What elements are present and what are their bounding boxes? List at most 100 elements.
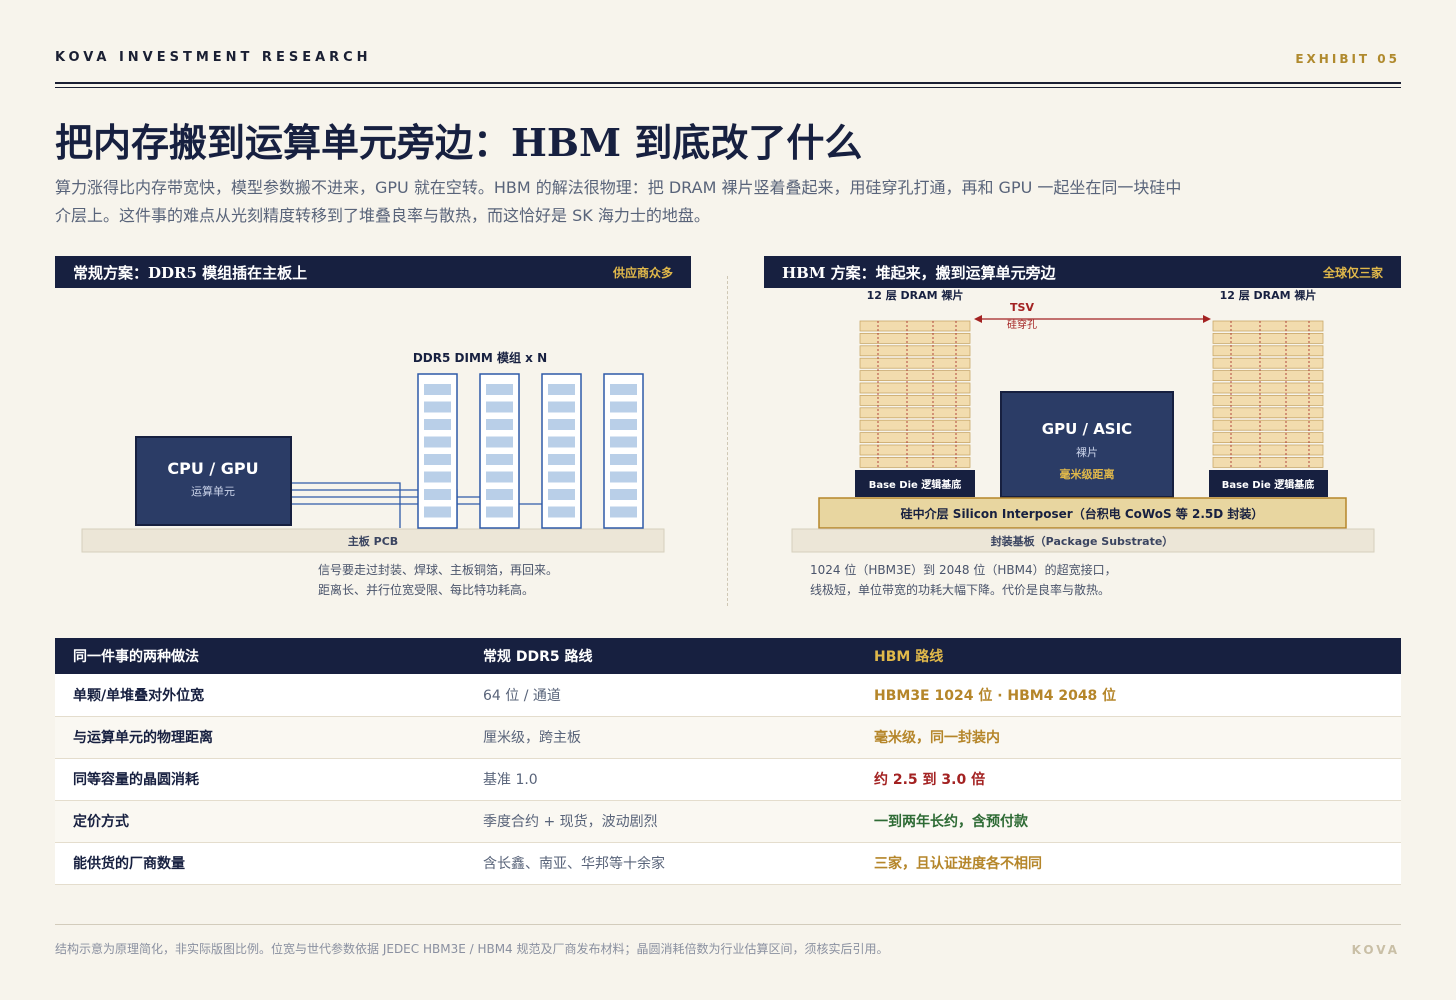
table-row: 单颗/单堆叠对外位宽 64 位 / 通道 HBM3E 1024 位 · HBM4… xyxy=(55,674,1401,717)
page-subtitle: 算力涨得比内存带宽快，模型参数搬不进来，GPU 就在空转。HBM 的解法很物理：… xyxy=(55,178,1182,225)
footnote: 结构示意为原理简化，非实际版图比例。位宽与世代参数依据 JEDEC HBM3E … xyxy=(55,942,889,956)
row-hbm: 约 2.5 到 3.0 倍 xyxy=(856,758,1401,801)
hbm-panel-title: HBM 方案：堆起来，搬到运算单元旁边 xyxy=(782,263,1056,282)
table-row: 同等容量的晶圆消耗 基准 1.0 约 2.5 到 3.0 倍 xyxy=(55,758,1401,801)
row-ddr5: 基准 1.0 xyxy=(465,758,856,801)
page-title: 把内存搬到运算单元旁边：HBM 到底改了什么 xyxy=(55,120,863,165)
row-hbm: 一到两年长约，含预付款 xyxy=(856,800,1401,843)
row-item: 单颗/单堆叠对外位宽 xyxy=(55,674,465,717)
tsv-arrow-head-right xyxy=(1203,315,1211,323)
dram-die xyxy=(859,382,971,394)
dimm-chip xyxy=(424,489,451,500)
ddr5-caption: 信号要走过封装、焊球、主板铜箔，再回来。 距离长、并行位宽受限、每比特功耗高。 xyxy=(318,560,558,600)
dimm-chip xyxy=(424,401,451,413)
dram-die xyxy=(859,407,971,419)
ddr5-caption-line2: 距离长、并行位宽受限、每比特功耗高。 xyxy=(318,583,535,597)
dram-die xyxy=(1212,419,1324,431)
dimm-chip xyxy=(610,489,637,500)
dram-die xyxy=(859,370,971,381)
row-ddr5: 64 位 / 通道 xyxy=(465,674,856,717)
footer-rule xyxy=(55,924,1401,925)
interposer-label: 硅中介层 Silicon Interposer（台积电 CoWoS 等 2.5D… xyxy=(901,506,1264,521)
table-row: 定价方式 季度合约 + 现货，波动剧烈 一到两年长约，含预付款 xyxy=(55,800,1401,843)
dimm-chip xyxy=(424,384,451,395)
dimm-module xyxy=(541,373,582,529)
substrate-label: 封装基板（Package Substrate） xyxy=(991,534,1174,548)
dram-die xyxy=(859,333,971,344)
hbm-caption-line2: 线极短，单位带宽的功耗大幅下降。代价是良率与散热。 xyxy=(810,583,1111,597)
footer-logo: KOVA xyxy=(1351,943,1400,957)
dimm-module xyxy=(417,373,458,529)
dram-die xyxy=(859,345,971,357)
row-ddr5: 含长鑫、南亚、华邦等十余家 xyxy=(465,842,856,885)
ddr5-panel-tag: 供应商众多 xyxy=(612,265,673,280)
dimm-chip xyxy=(486,419,513,430)
ddr5-caption-line1: 信号要走过封装、焊球、主板铜箔，再回来。 xyxy=(318,563,559,577)
base-die-left-label: Base Die 逻辑基底 xyxy=(869,478,962,491)
stack-label-left: 12 层 DRAM 裸片 xyxy=(867,288,964,302)
dram-die xyxy=(1212,456,1324,468)
row-item: 定价方式 xyxy=(55,800,465,843)
row-hbm: HBM3E 1024 位 · HBM4 2048 位 xyxy=(856,674,1401,717)
row-ddr5: 厘米级，跨主板 xyxy=(465,716,856,759)
row-item: 与运算单元的物理距离 xyxy=(55,716,465,759)
ddr5-panel-title: 常规方案：DDR5 模组插在主板上 xyxy=(73,263,308,282)
row-item: 能供货的厂商数量 xyxy=(55,842,465,885)
dimm-chip xyxy=(610,454,637,465)
dram-stack-left xyxy=(859,320,971,469)
dimm-chip xyxy=(610,419,637,430)
dimm-chip xyxy=(548,489,575,500)
dram-die xyxy=(859,456,971,468)
dimm-chip xyxy=(610,384,637,395)
row-item: 同等容量的晶圆消耗 xyxy=(55,758,465,801)
dram-die xyxy=(859,444,971,456)
gpu-asic-sublabel: 裸片 xyxy=(1076,445,1098,459)
dimm-module xyxy=(603,373,644,529)
header-rule xyxy=(55,82,1401,84)
dimm-chip xyxy=(486,401,513,413)
dram-die xyxy=(1212,357,1324,369)
dimm-chip xyxy=(424,454,451,465)
dimm-chip xyxy=(486,506,513,518)
gpu-asic-label: GPU / ASIC xyxy=(1042,420,1132,438)
dimm-chip xyxy=(610,506,637,518)
dram-die xyxy=(859,419,971,431)
hbm-panel-tag: 全球仅三家 xyxy=(1322,265,1383,280)
dram-die xyxy=(859,320,971,332)
dimm-chip xyxy=(610,436,637,448)
dimm-chip xyxy=(486,454,513,465)
dimm-chip xyxy=(548,471,575,483)
dram-die xyxy=(859,395,971,406)
tsv-sublabel: 硅穿孔 xyxy=(1007,318,1037,331)
trace-1 xyxy=(292,482,401,528)
table-row: 能供货的厂商数量 含长鑫、南亚、华邦等十余家 三家，且认证进度各不相同 xyxy=(55,842,1401,885)
dimm-chip xyxy=(424,471,451,483)
ddr5-panel-header: 常规方案：DDR5 模组插在主板上 供应商众多 xyxy=(55,256,691,288)
dram-die xyxy=(1212,432,1324,444)
cpu-gpu-block xyxy=(135,436,292,526)
dimm-chip xyxy=(424,436,451,448)
dram-stack-right xyxy=(1212,320,1324,469)
dimm-modules xyxy=(417,373,644,529)
ddr5-diagram: 主板 PCB CPU / GPU 运算单元 DDR5 DIMM 模组 x N xyxy=(81,350,665,553)
pcb-board xyxy=(81,528,665,553)
table-header-item: 同一件事的两种做法 xyxy=(55,638,465,674)
tsv-arrow-head-left xyxy=(974,315,982,323)
dram-die xyxy=(1212,370,1324,381)
dram-die xyxy=(1212,407,1324,419)
comparison-table: 同一件事的两种做法 常规 DDR5 路线 HBM 路线 单颗/单堆叠对外位宽 6… xyxy=(55,638,1401,885)
dimm-chip xyxy=(548,419,575,430)
dimm-chip xyxy=(486,471,513,483)
dram-die xyxy=(1212,333,1324,344)
table-header-hbm: HBM 路线 xyxy=(856,638,1401,674)
dram-die xyxy=(1212,382,1324,394)
dram-die xyxy=(859,357,971,369)
row-ddr5: 季度合约 + 现货，波动剧烈 xyxy=(465,800,856,843)
dram-die xyxy=(1212,320,1324,332)
dimm-chip xyxy=(548,401,575,413)
gpu-asic-block xyxy=(1000,391,1174,498)
dram-die xyxy=(1212,345,1324,357)
base-die-right-label: Base Die 逻辑基底 xyxy=(1222,478,1315,491)
hbm-panel-header: HBM 方案：堆起来，搬到运算单元旁边 全球仅三家 xyxy=(764,256,1401,288)
hbm-caption: 1024 位（HBM3E）到 2048 位（HBM4）的超宽接口， 线极短，单位… xyxy=(810,560,1117,600)
